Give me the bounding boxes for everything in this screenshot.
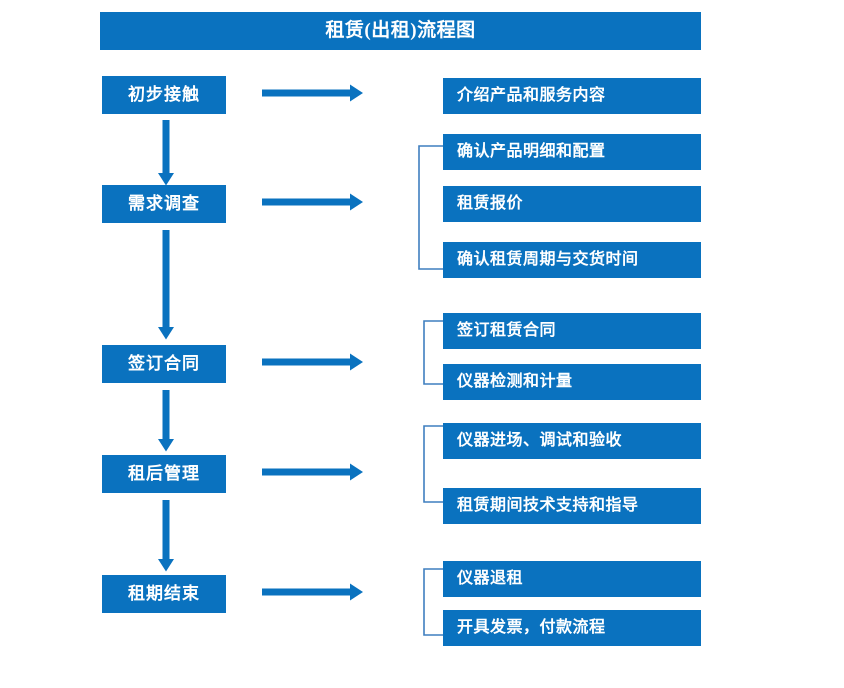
- detail-box-3-2[interactable]: 仪器检测和计量: [443, 364, 701, 400]
- group-bracket-4: [423, 425, 444, 503]
- arrow-right-icon-2: [262, 193, 364, 211]
- stage-box-2[interactable]: 需求调查: [102, 185, 226, 223]
- stage-box-4[interactable]: 租后管理: [102, 455, 226, 493]
- arrow-right-icon-3: [262, 353, 364, 371]
- arrow-right-icon-5: [262, 583, 364, 601]
- page-title: 租赁(出租)流程图: [100, 12, 701, 50]
- detail-box-2-3[interactable]: 确认租赁周期与交货时间: [443, 242, 701, 278]
- detail-box-2-1[interactable]: 确认产品明细和配置: [443, 134, 701, 170]
- arrow-down-icon-2: [158, 230, 174, 340]
- group-bracket-5: [423, 568, 444, 636]
- arrow-right-icon-4: [262, 463, 364, 481]
- stage-box-1[interactable]: 初步接触: [102, 76, 226, 114]
- detail-box-1-1[interactable]: 介绍产品和服务内容: [443, 78, 701, 114]
- arrow-down-icon-4: [158, 500, 174, 572]
- arrow-down-icon-1: [158, 120, 174, 186]
- group-bracket-2: [418, 145, 444, 270]
- detail-box-4-2[interactable]: 租赁期间技术支持和指导: [443, 488, 701, 524]
- detail-box-5-2[interactable]: 开具发票，付款流程: [443, 610, 701, 646]
- arrow-right-icon-1: [262, 84, 364, 102]
- detail-box-5-1[interactable]: 仪器退租: [443, 561, 701, 597]
- detail-box-2-2[interactable]: 租赁报价: [443, 186, 701, 222]
- detail-box-3-1[interactable]: 签订租赁合同: [443, 313, 701, 349]
- stage-box-5[interactable]: 租期结束: [102, 575, 226, 613]
- stage-box-3[interactable]: 签订合同: [102, 345, 226, 383]
- detail-box-4-1[interactable]: 仪器进场、调试和验收: [443, 423, 701, 459]
- arrow-down-icon-3: [158, 390, 174, 452]
- group-bracket-3: [423, 320, 444, 385]
